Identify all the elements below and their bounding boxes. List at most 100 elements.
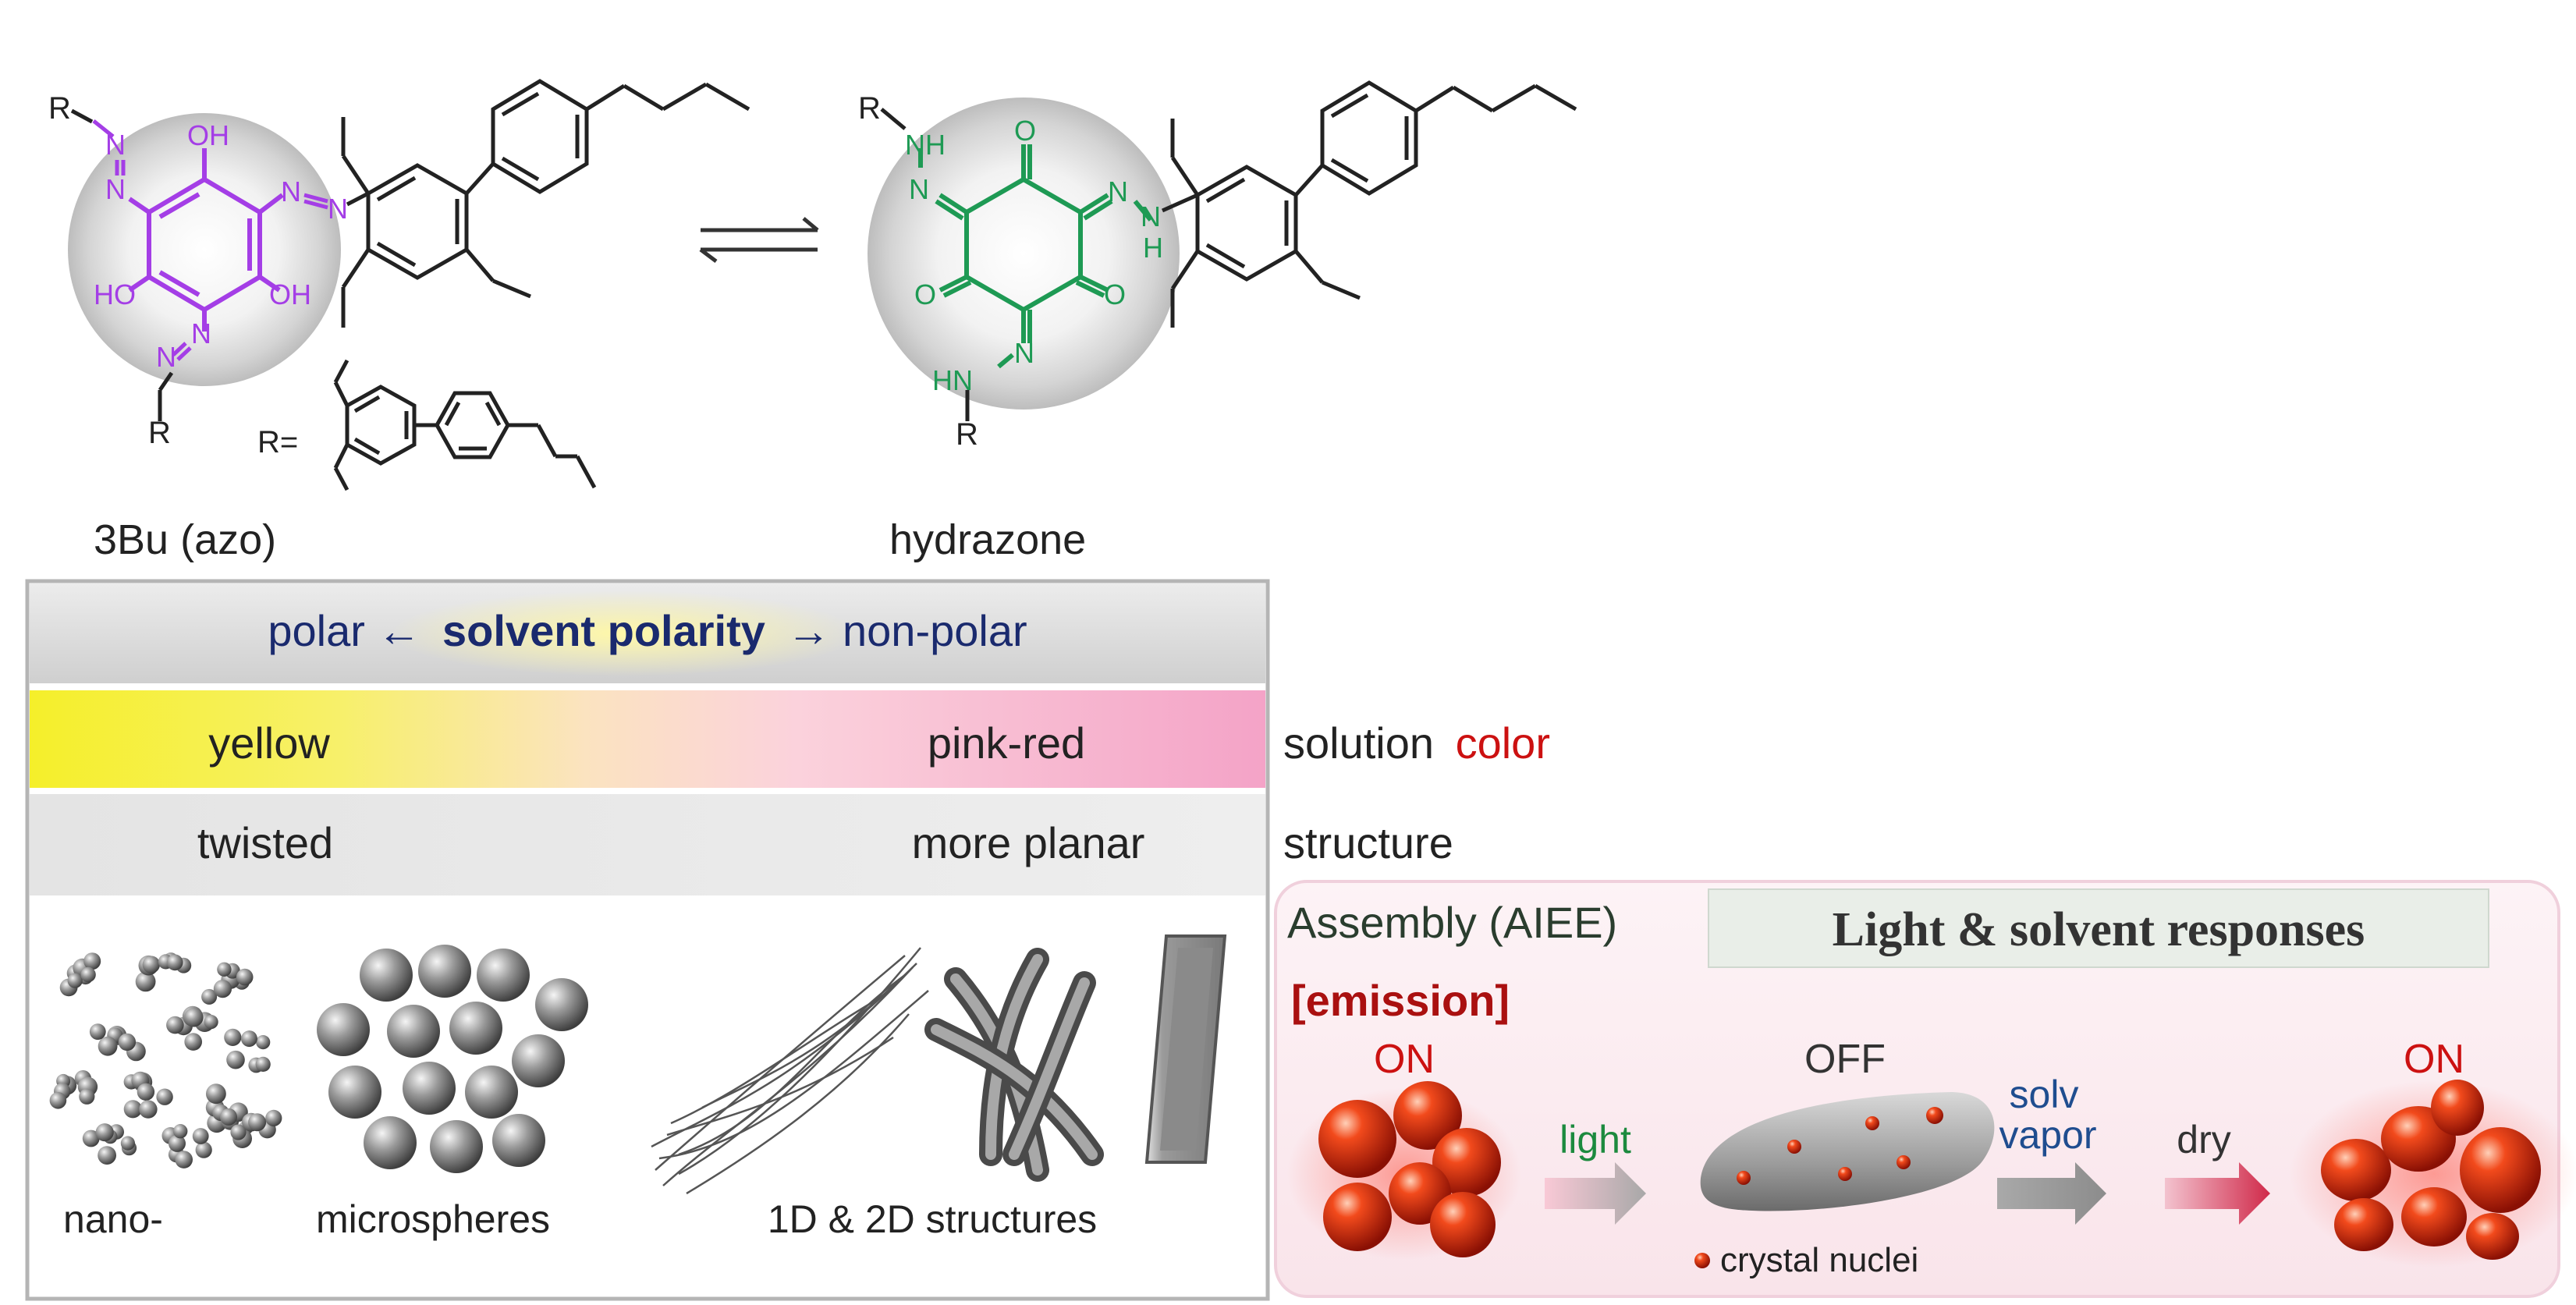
hyd-n-right: N [1108, 176, 1128, 207]
azo-n2: N [105, 173, 126, 205]
row-label-structure: structure [1283, 818, 1453, 867]
nano-aggregate [49, 952, 282, 1168]
nano-particle [204, 1015, 218, 1030]
nano-particle [120, 1136, 135, 1151]
nano-particle [192, 1128, 209, 1144]
panel-border [25, 579, 1270, 1301]
nano-particle [173, 1124, 188, 1139]
responses-heading: Light & solvent responses [1833, 903, 2365, 956]
hydrazone-r-bonds [880, 108, 970, 421]
plate [1144, 934, 1227, 1164]
row-label-color: solution color [1283, 718, 1550, 768]
nuclei-legend-dot [1694, 1253, 1710, 1268]
off-label: OFF [1804, 1037, 1886, 1082]
nano-particle [265, 1109, 282, 1126]
nano-particle [169, 1134, 186, 1152]
azo-oh-right: OH [269, 278, 311, 310]
azo-oh-top: OH [187, 119, 229, 151]
color-left: yellow [208, 718, 330, 768]
vapor-label: vapor [1999, 1113, 2096, 1157]
azo-aryl [341, 79, 750, 328]
assembly-panel: Assembly (AIEE) Light & solvent response… [1274, 880, 2576, 1298]
dry-label: dry [2177, 1118, 2230, 1161]
nano-particle [123, 1100, 142, 1119]
dry-arrow [2165, 1162, 2270, 1225]
label-microspheres: microspheres [316, 1197, 550, 1241]
azo-n6: N [156, 341, 176, 373]
r-definition [333, 359, 597, 491]
hyd-r-top: R [858, 91, 881, 126]
nano-particle [226, 1050, 245, 1069]
nano-particle [95, 1123, 114, 1142]
azo-compound-name: 3Bu (azo) [94, 516, 276, 563]
hyd-hn-bottom: HN [932, 364, 973, 396]
nano-particle [79, 1088, 95, 1105]
on-right-label: ON [2404, 1037, 2464, 1082]
polarity-bold: solvent polarity [442, 606, 765, 655]
polarity-polar: polar ← [268, 606, 420, 655]
solv-label: solv [2010, 1073, 2079, 1116]
on-left-label: ON [1374, 1037, 1435, 1082]
nano-particle [49, 1092, 67, 1109]
nuclei-dots [1737, 1107, 1943, 1185]
nano-particle [217, 962, 232, 977]
responses-heading-bg [1708, 888, 2489, 968]
structure-row-bg [30, 794, 1265, 895]
nano-particle [135, 971, 156, 992]
polarity-header-glow [390, 590, 858, 676]
label-nano: nano- [63, 1197, 163, 1241]
hydrazone-core-ring [918, 144, 1153, 369]
hydrazone-structure: R NH N O N N H O O N HN R [858, 80, 1577, 563]
azo-r-bonds [70, 108, 174, 421]
nano-particle [255, 1056, 271, 1072]
color-right: pink-red [928, 718, 1085, 768]
fibers [651, 947, 929, 1195]
nano-particle [224, 1028, 242, 1046]
light-arrow [1545, 1162, 1646, 1225]
hyd-r-bottom: R [956, 417, 978, 452]
r-equals-label: R= [257, 425, 298, 459]
nano-particle [184, 1008, 204, 1027]
azo-core-ring [128, 148, 284, 332]
nano-particle [139, 1100, 158, 1119]
hyd-o-right: O [1104, 278, 1126, 310]
azo-structure: R N N OH N N HO OH N N R [48, 79, 750, 563]
tubes [924, 948, 1104, 1182]
nano-particle [83, 952, 101, 970]
hydrazone-bubble [868, 98, 1180, 410]
hydrazone-compound-name: hydrazone [889, 516, 1086, 563]
azo-n5: N [191, 317, 211, 349]
azo-r-top: R [48, 91, 71, 126]
nano-particle [213, 980, 232, 998]
azo-n4: N [328, 193, 348, 225]
hydrazone-aryl [1161, 80, 1577, 328]
microspheres [317, 945, 588, 1173]
nano-particle [220, 1108, 237, 1126]
light-label: light [1559, 1118, 1631, 1161]
polarity-nonpolar: → non-polar [786, 606, 1027, 655]
azo-n3: N [281, 176, 301, 207]
row-label-color-2: color [1456, 718, 1550, 768]
hyd-n-left: N [909, 173, 929, 205]
solv-arrow [1997, 1162, 2106, 1225]
red-cluster-right [2321, 1080, 2541, 1260]
nano-particle [236, 968, 254, 986]
nano-particle [142, 956, 160, 973]
color-row-bg [30, 690, 1265, 788]
nano-particle [98, 1146, 116, 1165]
nano-particle [166, 954, 183, 971]
nano-particle [80, 966, 96, 983]
azo-n1: N [105, 129, 126, 161]
nano-particle [67, 973, 83, 988]
assembly-title: Assembly (AIEE) [1287, 898, 1617, 947]
hyd-n-right2: N [1141, 200, 1161, 232]
structure-left: twisted [197, 818, 333, 867]
nano-particle [118, 1033, 137, 1051]
row-label-color-1: solution [1283, 718, 1434, 768]
nano-particle [248, 1113, 267, 1132]
azo-bubble [68, 113, 341, 386]
solvent-panel: polar ← solvent polarity → non-polar yel… [25, 579, 1270, 1301]
nuclei-label: crystal nuclei [1720, 1241, 1918, 1279]
equilibrium-arrows [699, 217, 819, 263]
